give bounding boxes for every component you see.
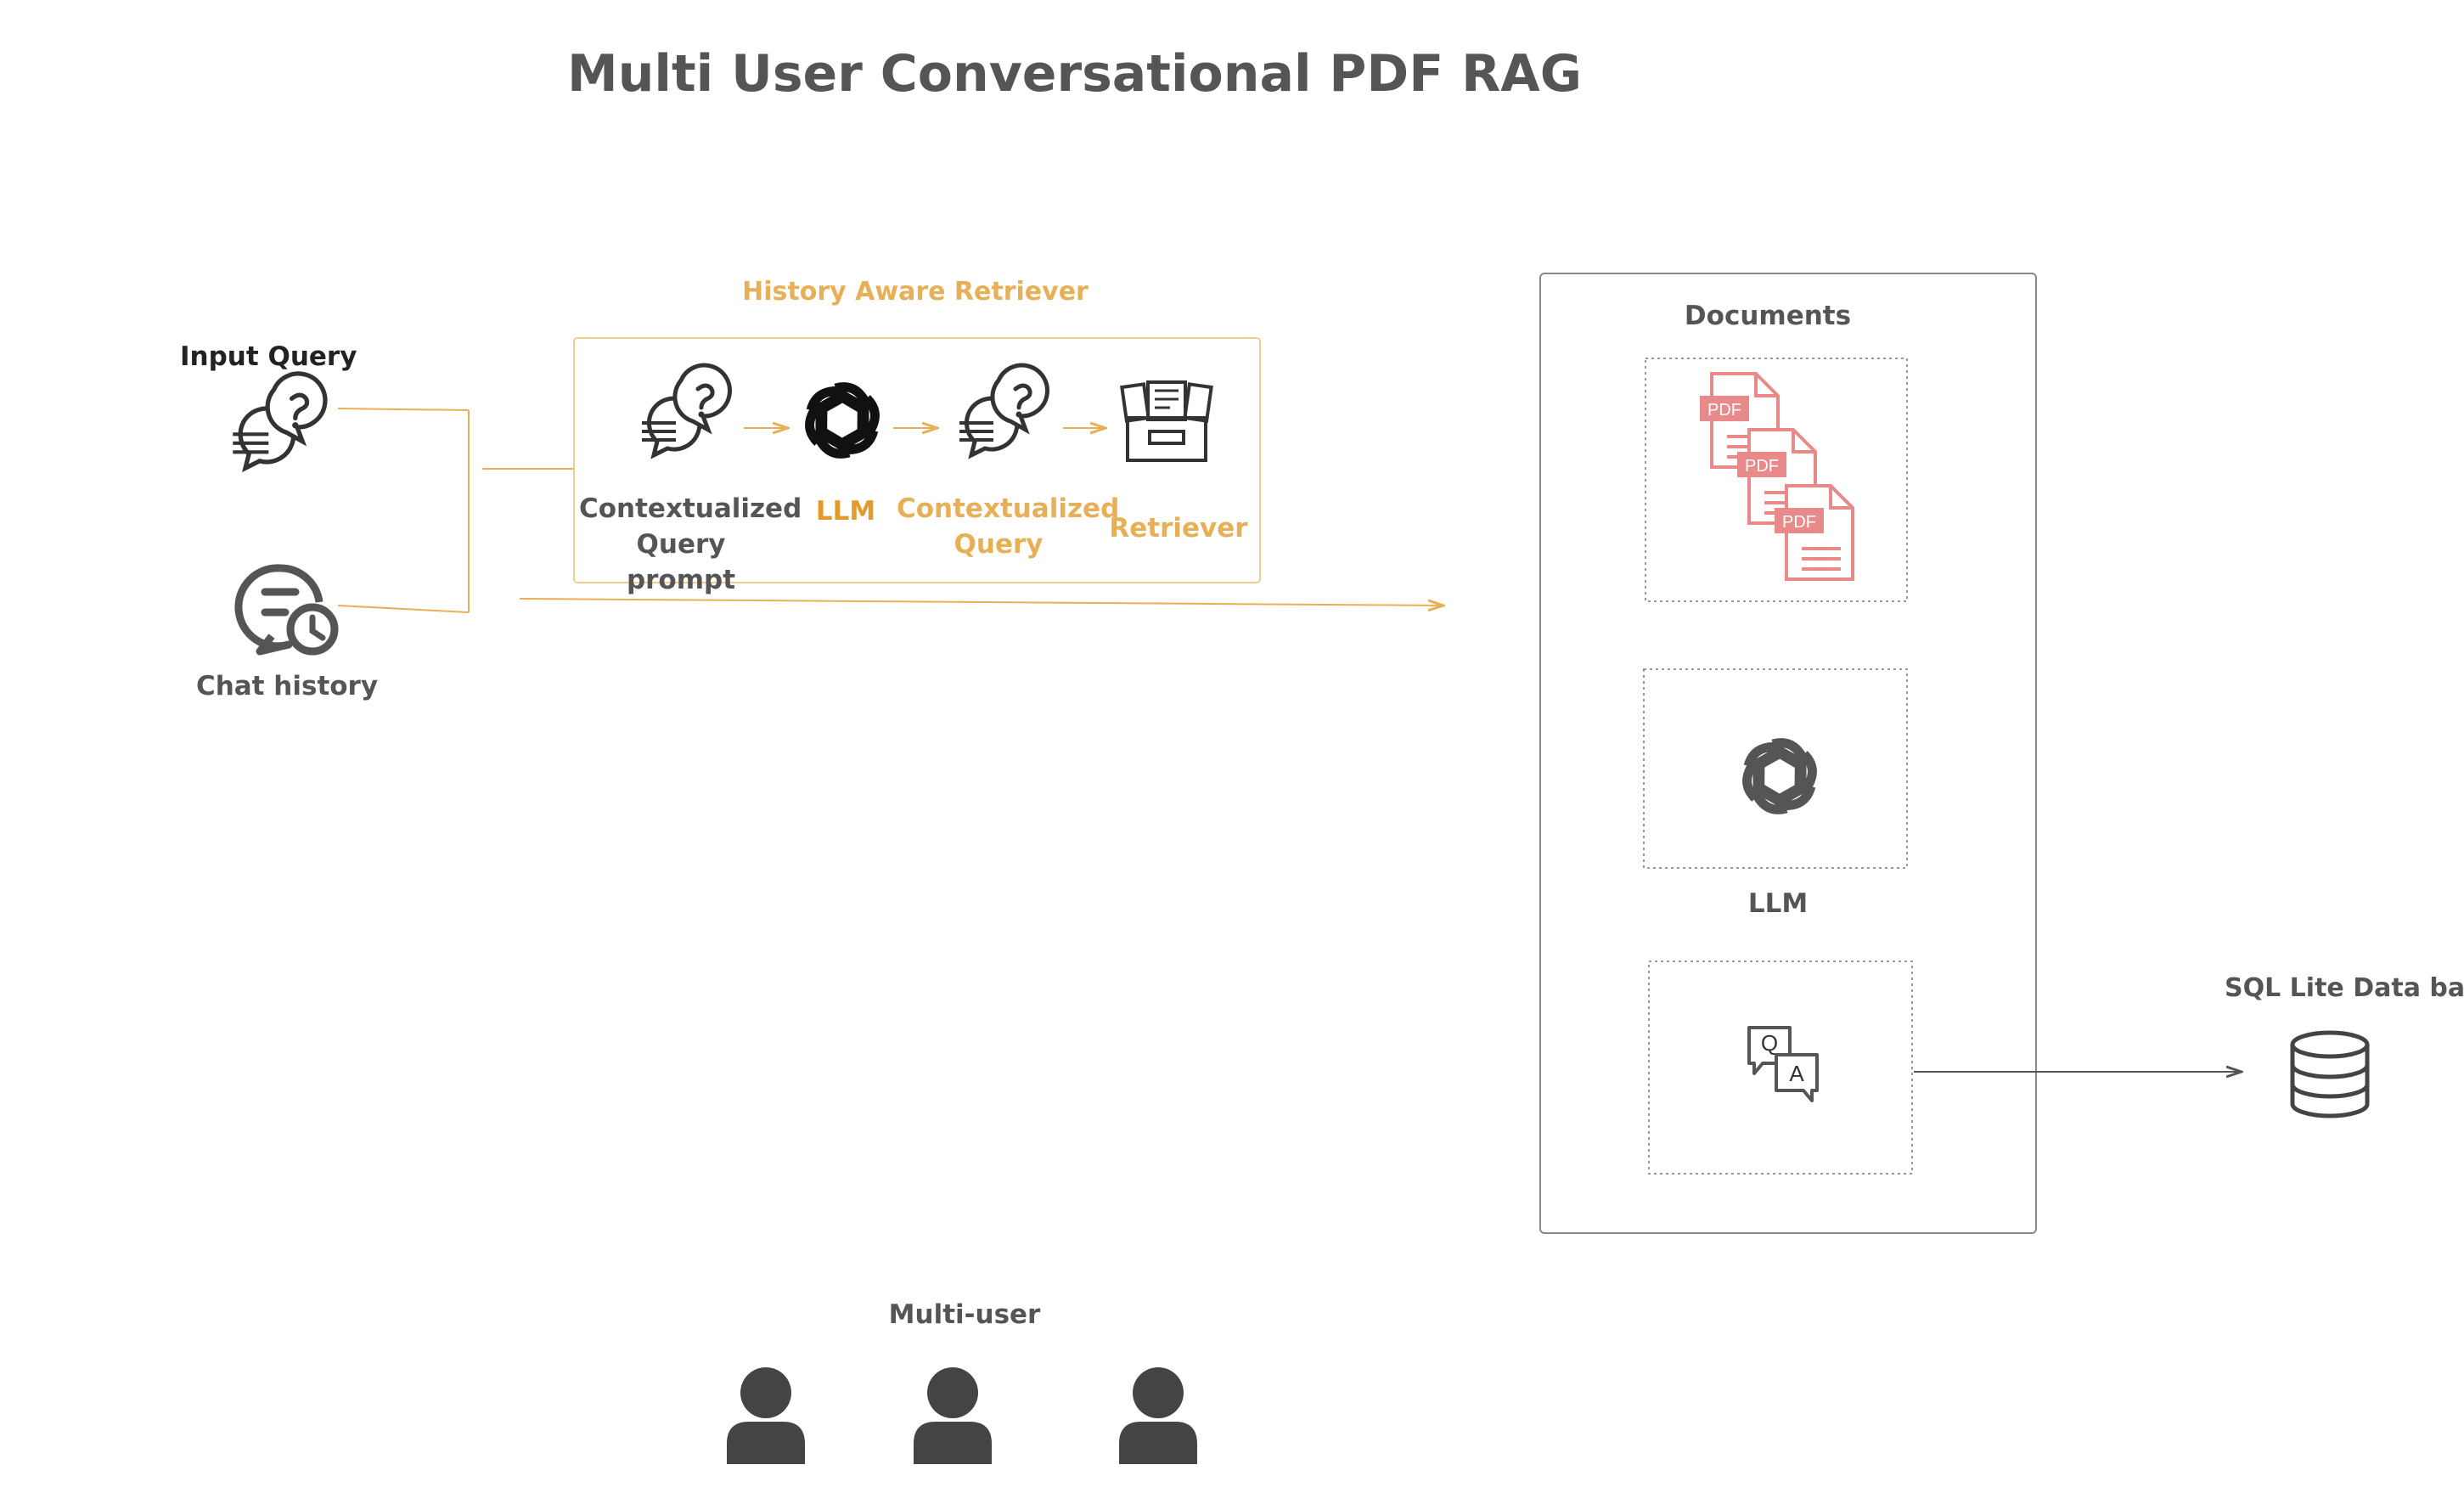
chat-history-icon bbox=[234, 564, 339, 656]
qa-box bbox=[1648, 961, 1913, 1175]
llm-openai-icon bbox=[802, 385, 882, 456]
contextualized-query-prompt-icon bbox=[642, 365, 729, 455]
qa-a-letter: A bbox=[1789, 1061, 1804, 1086]
database-label: SQL Lite Data base bbox=[2225, 973, 2464, 1003]
step-label-retriever: Retriever bbox=[1109, 513, 1248, 544]
pdf-badge-2: PDF bbox=[1745, 457, 1779, 476]
retriever-archive-icon bbox=[1120, 380, 1213, 462]
step-label-contextualized-query-prompt: Contextualized Query prompt bbox=[579, 493, 802, 595]
user-icon-3 bbox=[1119, 1367, 1197, 1464]
pdf-badge-1: PDF bbox=[1707, 401, 1741, 420]
database-icon bbox=[2290, 1030, 2370, 1118]
pdf-badge-3: PDF bbox=[1782, 513, 1816, 532]
llm-box-openai-icon bbox=[1740, 741, 1820, 812]
input-connectors bbox=[337, 408, 1443, 613]
qa-q-letter: Q bbox=[1761, 1030, 1778, 1056]
user-icon-1 bbox=[727, 1367, 805, 1464]
contextualized-query-icon bbox=[959, 365, 1047, 455]
llm-box bbox=[1643, 668, 1908, 869]
history-aware-retriever-box bbox=[573, 337, 1261, 583]
llm-label: LLM bbox=[1747, 888, 1809, 919]
page-title: Multi User Conversational PDF RAG bbox=[567, 44, 1582, 104]
input-query-icon bbox=[233, 374, 325, 468]
chat-history-label: Chat history bbox=[195, 671, 379, 701]
documents-label: Documents bbox=[1684, 301, 1852, 331]
qa-chat-icon bbox=[1747, 1026, 1819, 1102]
step-label-contextualized-query: Contextualized Query bbox=[897, 493, 1120, 560]
user-icon-2 bbox=[914, 1367, 992, 1464]
multi-user-label: Multi-user bbox=[888, 1299, 1041, 1330]
documents-box bbox=[1645, 358, 1908, 602]
rag-panel bbox=[1539, 273, 2037, 1234]
step-label-llm: LLM bbox=[815, 496, 876, 527]
input-query-label: Input Query bbox=[180, 341, 357, 372]
history-aware-retriever-title: History Aware Retriever bbox=[742, 277, 1089, 307]
